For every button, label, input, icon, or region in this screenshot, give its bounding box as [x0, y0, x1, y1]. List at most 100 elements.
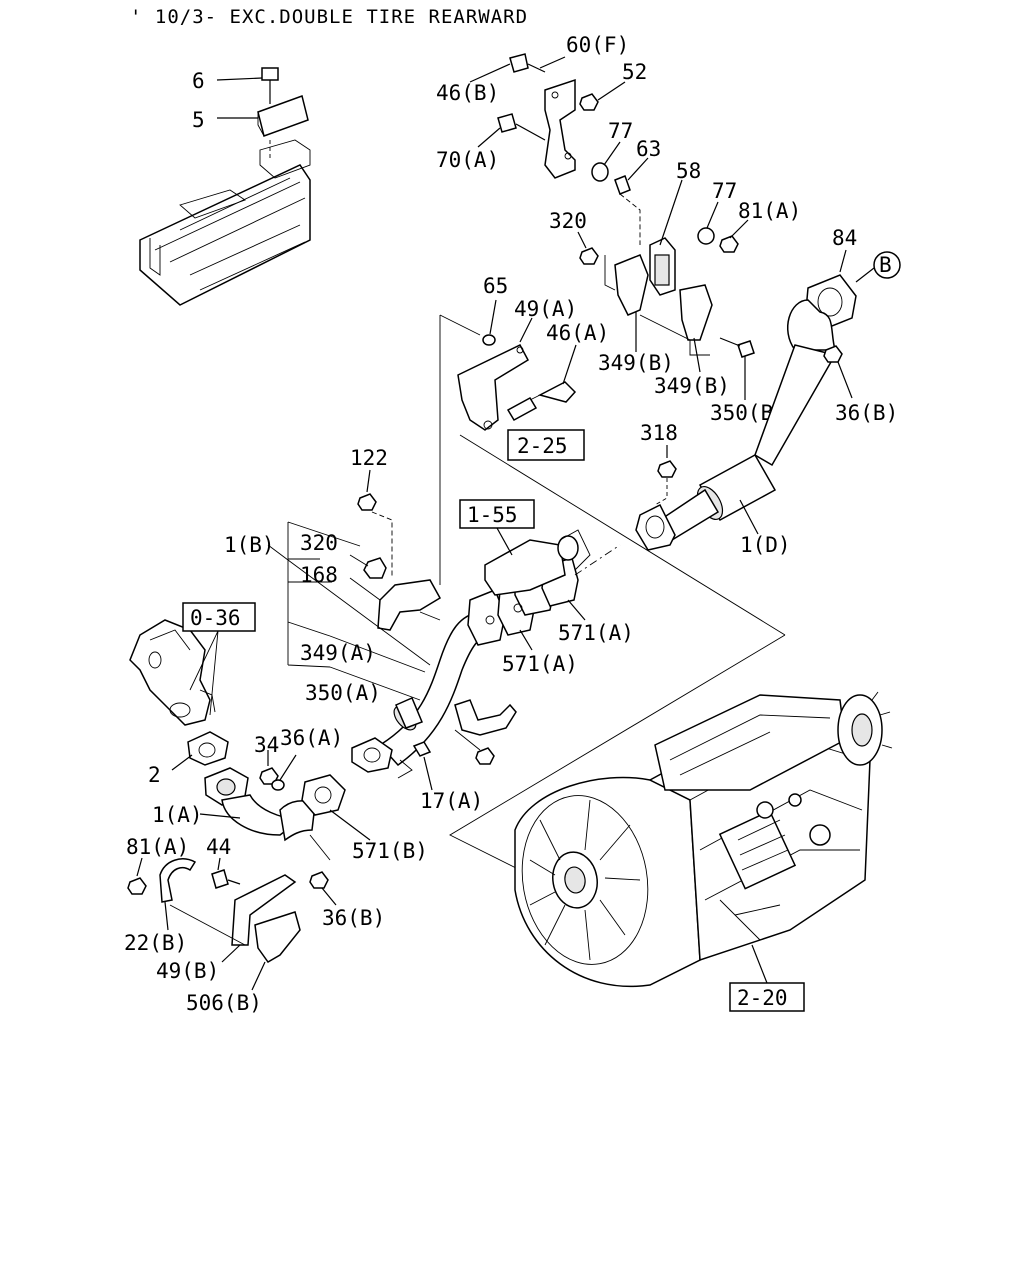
label-65: 65	[483, 274, 508, 298]
leader-65	[489, 299, 497, 335]
leader-77b	[706, 201, 719, 229]
leader-17a	[423, 756, 433, 791]
leader-571a-1	[567, 599, 586, 621]
label-320-mid: 320	[300, 531, 338, 555]
ref-box-2-25	[507, 429, 585, 461]
reference-line-transmission	[449, 634, 786, 871]
leader-b	[855, 267, 875, 283]
ref-0-36: 0-36	[190, 606, 241, 630]
leader-81a-bot	[136, 857, 143, 877]
label-571a-2: 571(A)	[502, 652, 578, 676]
leader-6	[216, 77, 263, 81]
label-77b: 77	[712, 179, 737, 203]
tail-pipe-1d	[635, 274, 857, 551]
leader-84	[839, 249, 847, 273]
label-349a: 349(A)	[300, 641, 376, 665]
bracket-49b	[127, 858, 329, 963]
ref-box-0-36	[182, 602, 256, 632]
label-350a: 350(A)	[305, 681, 381, 705]
label-2: 2	[148, 763, 161, 787]
label-52: 52	[622, 60, 647, 84]
label-b: B	[879, 253, 892, 277]
label-318: 318	[640, 421, 678, 445]
bracket-lines-left	[287, 521, 361, 668]
leader-77a	[603, 141, 621, 166]
label-58: 58	[676, 159, 701, 183]
ref-2-25: 2-25	[517, 434, 568, 458]
label-349b-1: 349(B)	[598, 351, 674, 375]
label-63: 63	[636, 137, 661, 161]
label-36a: 36(A)	[280, 726, 343, 750]
leader-36a	[279, 754, 297, 781]
leaders-349a-350a	[329, 635, 426, 701]
callout-b-circle	[873, 251, 901, 279]
label-168: 168	[300, 563, 338, 587]
leader-81a-top	[729, 219, 749, 239]
label-506b: 506(B)	[186, 991, 262, 1015]
bracket-49a	[439, 314, 786, 636]
label-1d: 1(D)	[740, 533, 791, 557]
label-1b: 1(B)	[224, 533, 275, 557]
leader-58	[659, 179, 683, 246]
leader-60f	[539, 56, 566, 69]
label-60f: 60(F)	[566, 33, 629, 57]
label-34: 34	[254, 733, 279, 757]
leader-320-top	[577, 231, 587, 249]
leader-506b	[251, 961, 266, 991]
leaders-320-168	[349, 554, 381, 601]
label-70a: 70(A)	[436, 148, 499, 172]
leader-49b	[221, 944, 241, 963]
leader-571a-2	[519, 629, 533, 651]
label-46b: 46(B)	[436, 81, 499, 105]
ref-1-55: 1-55	[467, 503, 518, 527]
leader-349b-2	[693, 337, 701, 373]
leader-49a	[519, 317, 533, 343]
label-6: 6	[192, 69, 205, 93]
label-571b: 571(B)	[352, 839, 428, 863]
leader-1a	[199, 813, 241, 819]
leader-2	[171, 754, 193, 771]
label-46a: 46(A)	[546, 321, 609, 345]
ref-2-20: 2-20	[737, 986, 788, 1010]
leader-571b	[329, 809, 371, 841]
leader-2-20	[751, 944, 768, 984]
leader-1b	[267, 544, 431, 666]
diagram-header: ' 10/3- EXC.DOUBLE TIRE REARWARD	[130, 6, 528, 28]
front-pipe-1a	[187, 731, 432, 861]
leader-46a	[562, 344, 577, 385]
leader-1-55	[496, 527, 513, 556]
leader-1d	[739, 499, 759, 535]
leader-36b-bot	[321, 887, 337, 906]
label-1a: 1(A)	[152, 803, 203, 827]
label-81a-bot: 81(A)	[126, 835, 189, 859]
clamp-assembly-58	[579, 227, 755, 358]
label-122: 122	[350, 446, 388, 470]
label-84: 84	[832, 226, 857, 250]
label-349b-2: 349(B)	[654, 374, 730, 398]
label-320-top: 320	[549, 209, 587, 233]
leader-122	[366, 469, 371, 493]
label-81a-top: 81(A)	[738, 199, 801, 223]
label-49a: 49(A)	[514, 297, 577, 321]
leader-52	[597, 81, 626, 101]
exhaust-pipe-1b	[378, 529, 621, 766]
label-17a: 17(A)	[420, 789, 483, 813]
ref-box-1-55	[459, 499, 535, 529]
leader-70a	[477, 127, 501, 148]
label-22b: 22(B)	[124, 931, 187, 955]
leader-0-36	[189, 630, 219, 716]
exhaust-manifold-0-36	[129, 619, 216, 726]
leader-22b	[164, 901, 169, 931]
leader-44	[217, 857, 221, 871]
frame-rail-illustration	[139, 67, 311, 306]
leader-46b	[469, 63, 511, 83]
transmission-assembly	[514, 691, 893, 988]
label-49b: 49(B)	[156, 959, 219, 983]
label-44: 44	[206, 835, 231, 859]
leader-63	[627, 157, 649, 181]
label-571a-1: 571(A)	[558, 621, 634, 645]
label-77a: 77	[608, 119, 633, 143]
bracket-168	[357, 493, 442, 631]
label-36b-top: 36(B)	[835, 401, 898, 425]
